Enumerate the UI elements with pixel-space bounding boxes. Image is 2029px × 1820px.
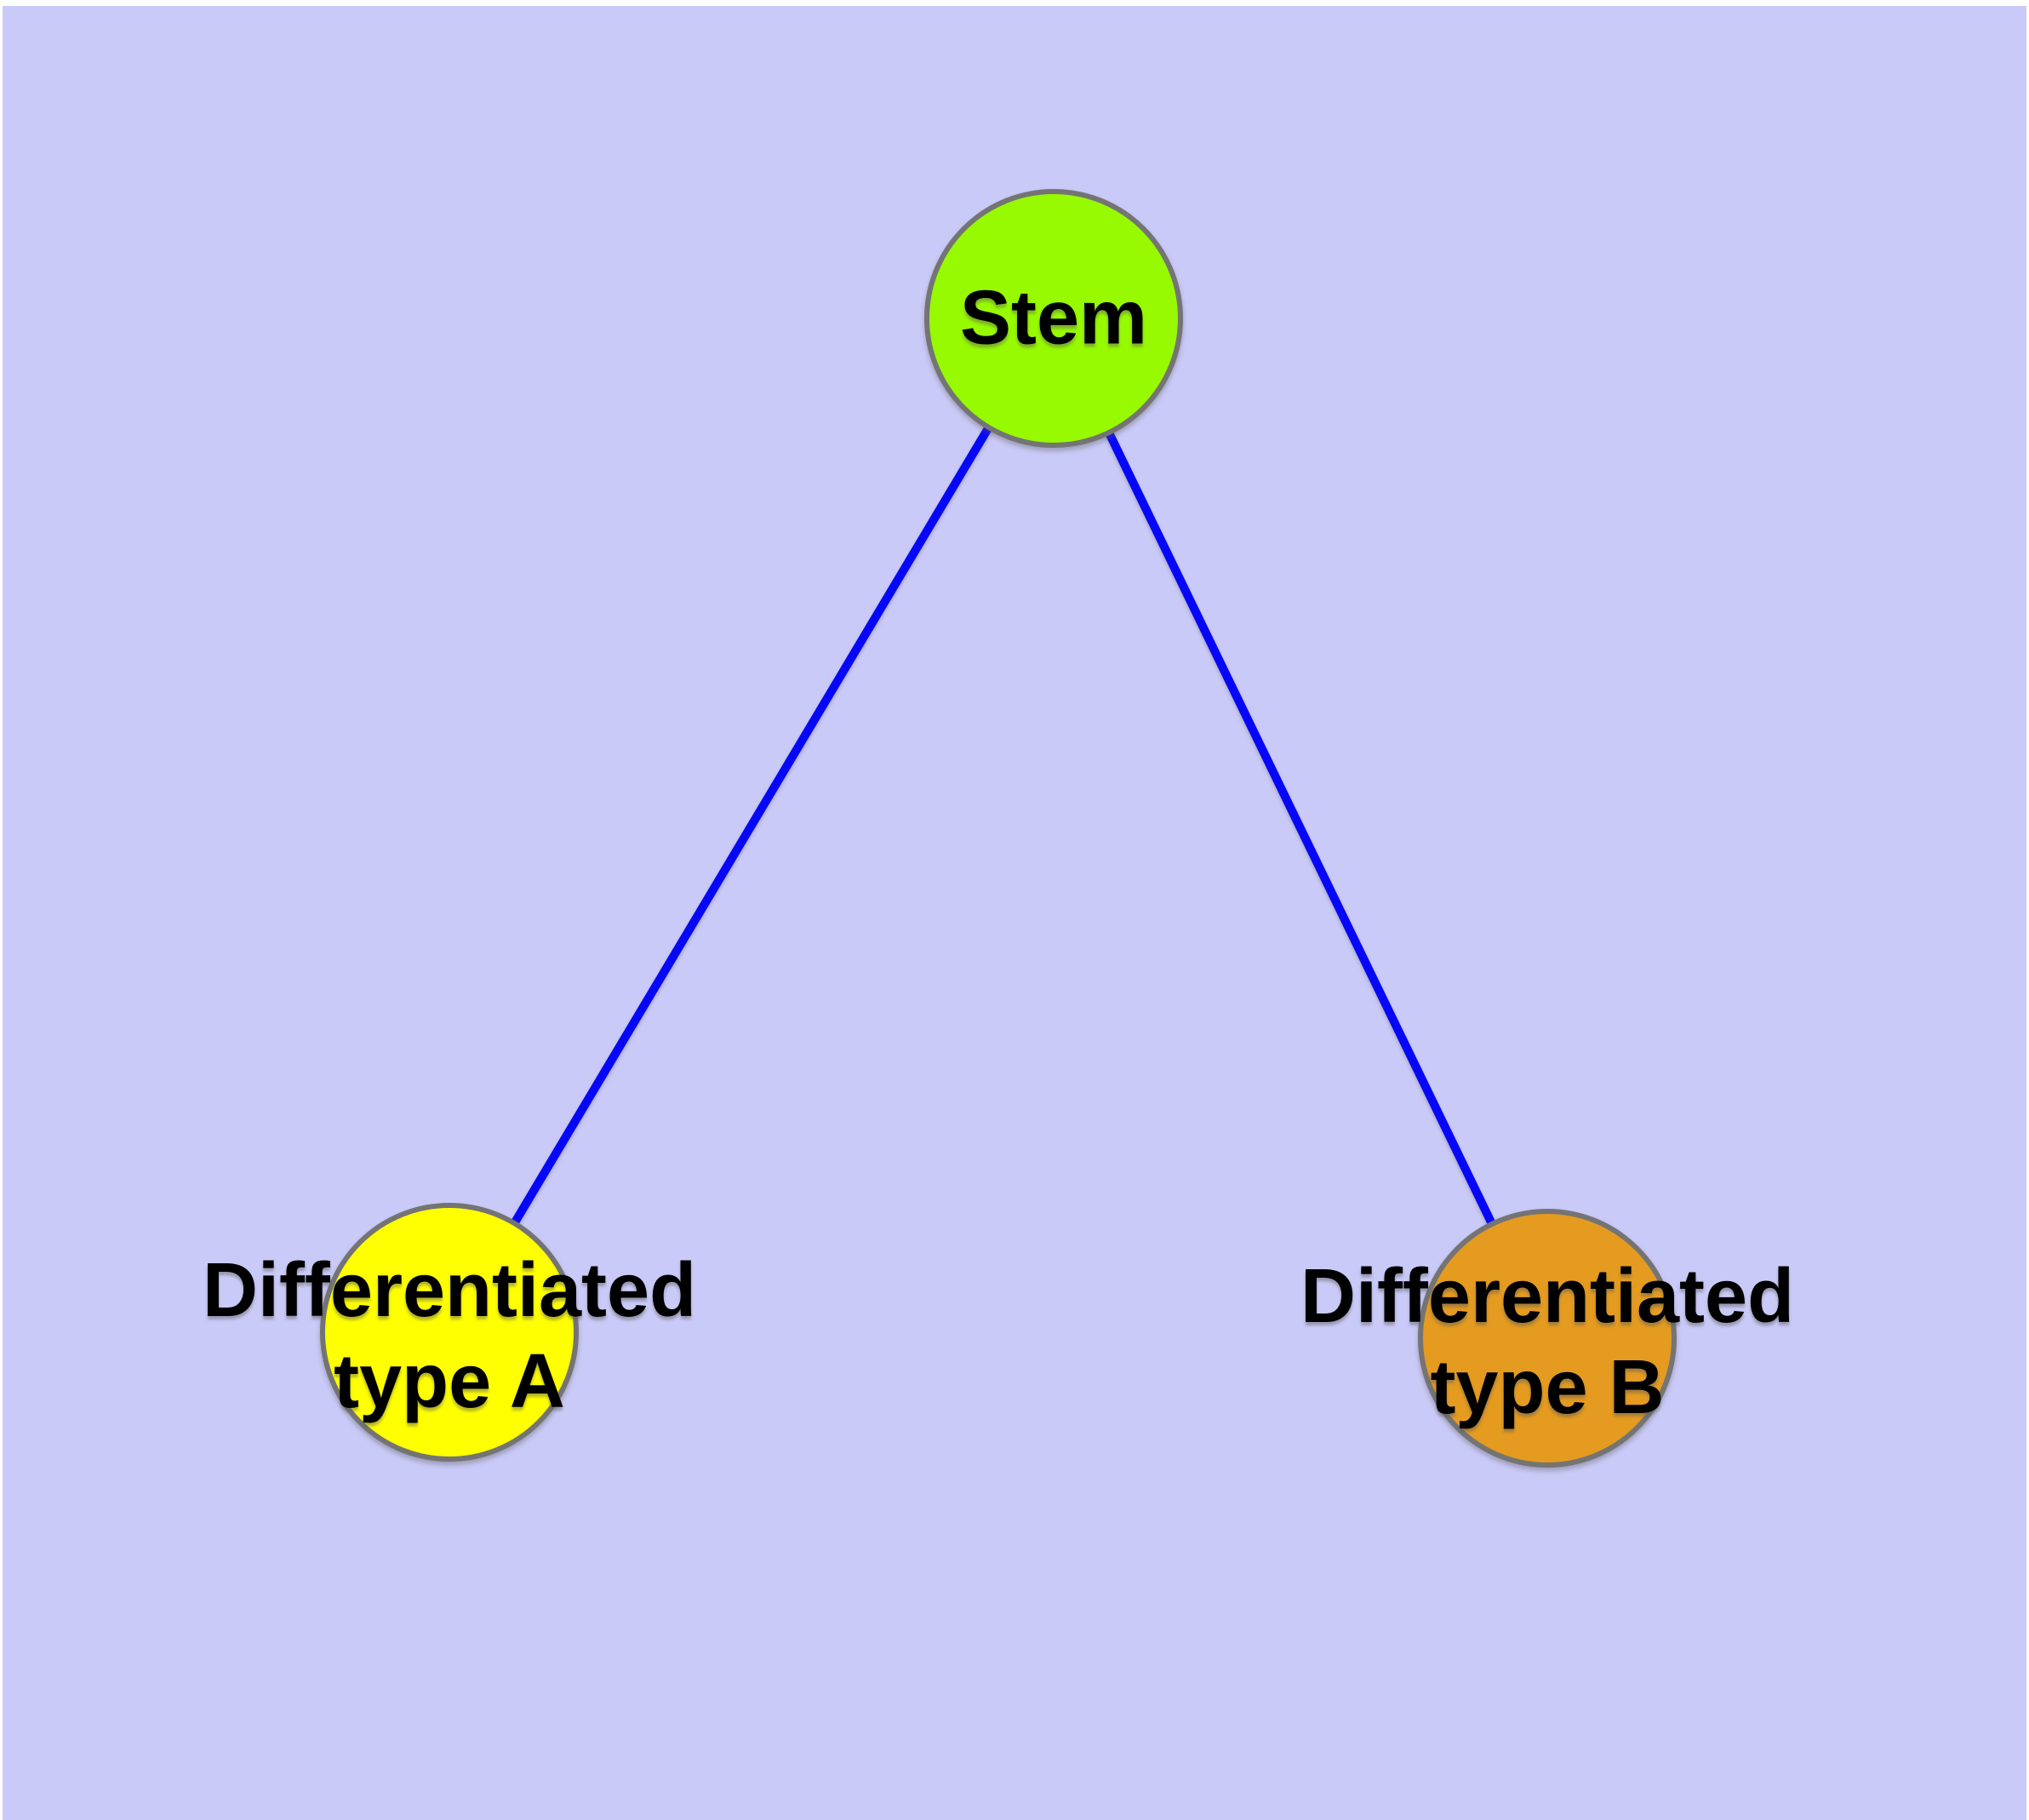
node-differentiated-type-b xyxy=(1418,1209,1677,1468)
node-stem xyxy=(924,189,1183,448)
edge-stem-to-type-b xyxy=(1049,316,1552,1341)
edge-stem-to-type-a xyxy=(445,316,1058,1335)
node-differentiated-type-a xyxy=(320,1203,579,1462)
